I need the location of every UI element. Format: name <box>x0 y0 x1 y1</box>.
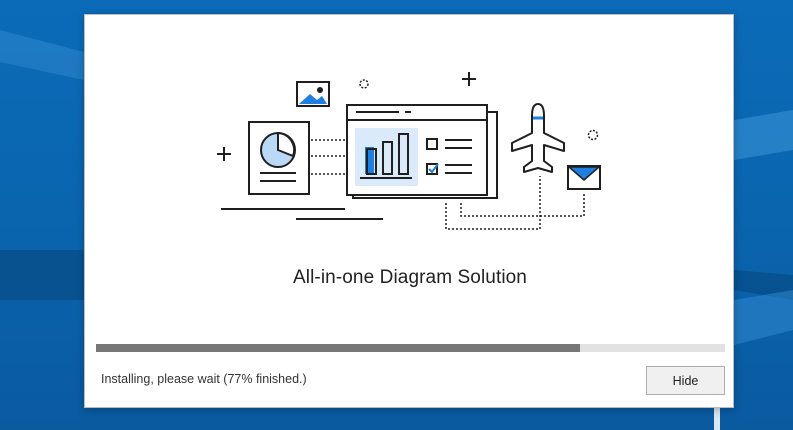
document-chart-icon <box>248 121 310 195</box>
diagram-illustration <box>217 72 602 230</box>
plus-icon <box>462 72 476 86</box>
airplane-icon <box>511 103 565 173</box>
bar-chart-icon <box>355 128 418 186</box>
plus-icon <box>217 147 231 161</box>
checkbox-list-icon <box>426 138 472 175</box>
envelope-icon <box>566 165 602 190</box>
install-status-text: Installing, please wait (77% finished.) <box>101 372 307 386</box>
hide-button[interactable]: Hide <box>646 366 725 395</box>
installer-dialog: All-in-one Diagram Solution Installing, … <box>84 14 734 408</box>
circle-icon <box>587 129 599 141</box>
install-progress-bar <box>96 344 725 352</box>
product-tagline: All-in-one Diagram Solution <box>293 267 527 288</box>
picture-icon <box>296 81 330 107</box>
install-progress-fill <box>96 344 581 352</box>
app-window-icon <box>346 104 488 196</box>
circle-icon <box>359 79 369 89</box>
